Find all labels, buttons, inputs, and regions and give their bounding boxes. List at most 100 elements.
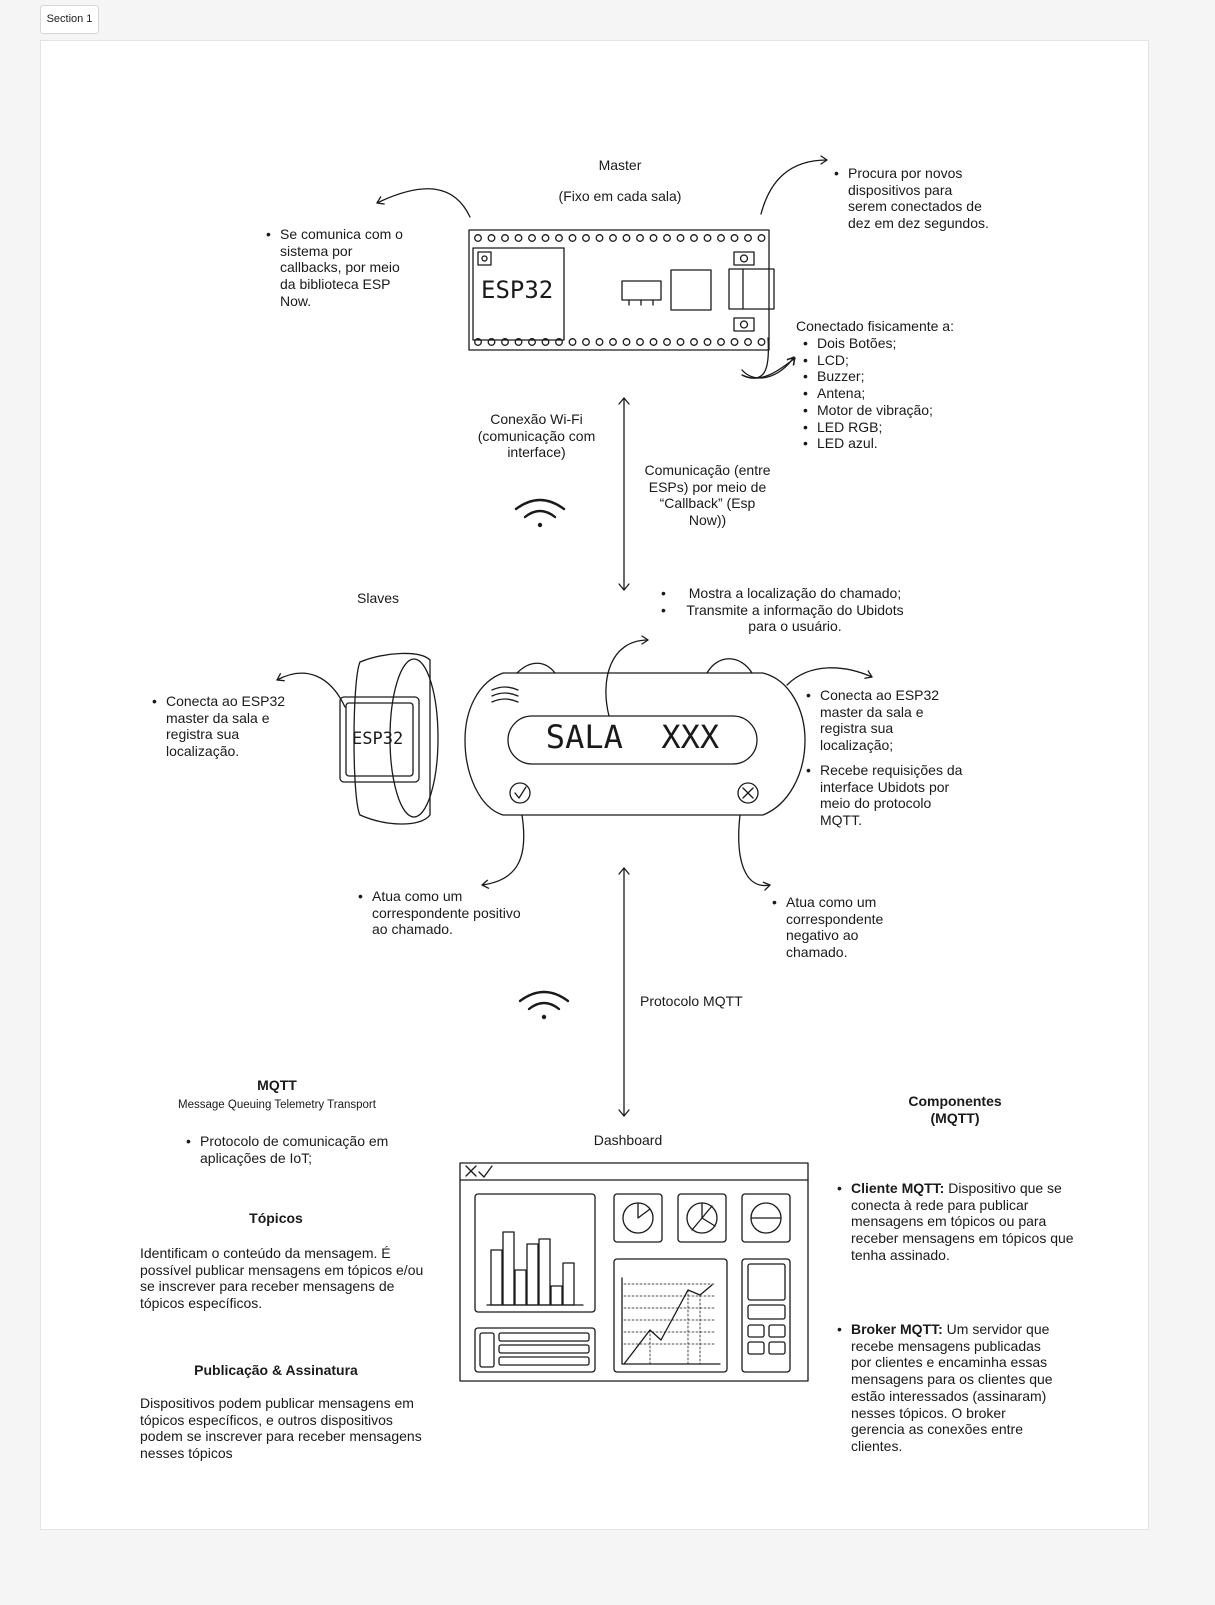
- mqtt-title: MQTT: [257, 1077, 297, 1093]
- board-pin: [582, 338, 590, 346]
- mqtt-subtitle: Message Queuing Telemetry Transport: [178, 1099, 376, 1111]
- board-pin: [663, 338, 671, 346]
- pie-chart-icon: [686, 1202, 718, 1234]
- components-client: Cliente MQTT: Dispositivo que se conecta…: [831, 1180, 1081, 1264]
- arrow-negative: [738, 814, 771, 891]
- components-title: Componentes (MQTT): [908, 1093, 1002, 1126]
- arrow-display-note: [605, 635, 649, 717]
- mqtt-bullet: Protocolo de comunicação em aplicações d…: [180, 1133, 390, 1166]
- wifi-link-label: Conexão Wi-Fi (comunicação com interface…: [477, 411, 596, 461]
- list-item: LCD;: [797, 352, 967, 369]
- arrow-master-right: [760, 155, 828, 215]
- wifi-icon: [518, 990, 570, 1020]
- bar-chart-icon: [474, 1193, 596, 1313]
- board-pin: [595, 234, 604, 242]
- list-item: Procura por novos dispositivos para sere…: [828, 165, 993, 232]
- board-pin: [717, 338, 725, 346]
- board-pin: [622, 234, 631, 242]
- board-pin: [609, 234, 617, 242]
- list-item: Mostra a localização do chamado;: [655, 585, 915, 602]
- list-item: Transmite a informação do Ubidots para o…: [655, 602, 915, 635]
- list-item: Broker MQTT: Um servidor que recebe mens…: [831, 1321, 1061, 1455]
- check-icon: [478, 1165, 493, 1178]
- board-pin: [649, 234, 658, 242]
- slave-watch: [339, 652, 439, 825]
- positive-note: Atua como um correspondente positivo ao …: [352, 888, 522, 938]
- speaker-icon: [491, 686, 519, 703]
- close-icon: [465, 1165, 477, 1177]
- board-pin: [568, 338, 577, 346]
- list-item: Protocolo de comunicação em aplicações d…: [180, 1133, 390, 1166]
- board-pin: [730, 338, 739, 346]
- board-pin: [649, 338, 658, 346]
- broker-label: Broker MQTT:: [851, 1321, 943, 1337]
- list-item: LED azul.: [797, 435, 967, 452]
- board-pin: [487, 234, 496, 242]
- board-pin: [690, 338, 698, 346]
- board-pin: [744, 234, 752, 242]
- pie-chart-icon: [622, 1202, 654, 1234]
- device-display: SALA XXX: [545, 718, 720, 756]
- dashboard-title: Dashboard: [593, 1132, 663, 1148]
- board-pin: [541, 338, 550, 346]
- board-pin: [501, 234, 509, 242]
- board-pin: [595, 338, 604, 346]
- line-chart-icon: [613, 1258, 728, 1373]
- board-pin: [757, 234, 766, 242]
- board-pin: [501, 338, 509, 346]
- list-item: Antena;: [797, 385, 967, 402]
- arrow-watch-note: [276, 672, 346, 708]
- master-left-note: Se comunica com o sistema por callbacks,…: [260, 226, 410, 310]
- board-pin: [744, 338, 752, 346]
- list-item: Recebe requisições da interface Ubidots …: [800, 762, 970, 829]
- list-item: Buzzer;: [797, 368, 967, 385]
- board-pin: [703, 234, 712, 242]
- slave-device: [464, 658, 806, 816]
- watch-note: Conecta ao ESP32 master da sala e regist…: [146, 693, 296, 760]
- board-pin: [555, 234, 563, 242]
- negative-note: Atua como um correspondente negativo ao …: [766, 894, 886, 961]
- list-item: Atua como um correspondente positivo ao …: [352, 888, 522, 938]
- board-pin: [528, 338, 536, 346]
- broker-text: Um servidor que recebe mensagens publica…: [851, 1321, 1053, 1454]
- board-pin: [514, 234, 523, 242]
- wifi-icon: [514, 498, 566, 528]
- check-icon: [509, 782, 531, 804]
- board-pin: [474, 338, 482, 346]
- topics-text: Identificam o conteúdo da mensagem. É po…: [140, 1245, 424, 1312]
- master-right-note: Procura por novos dispositivos para sere…: [828, 165, 993, 232]
- link-slaves-dashboard: [618, 867, 630, 1117]
- client-text: Dispositivo que se conecta à rede para p…: [851, 1180, 1074, 1263]
- board-pin: [582, 234, 590, 242]
- device-notes: Conecta ao ESP32 master da sala e regist…: [800, 687, 970, 829]
- board-pin: [636, 338, 644, 346]
- list-item: Cliente MQTT: Dispositivo que se conecta…: [831, 1180, 1081, 1264]
- list-item: LED RGB;: [797, 419, 967, 436]
- board-pin: [690, 234, 698, 242]
- board-pin: [609, 338, 617, 346]
- board-pin: [622, 338, 631, 346]
- board-pin: [568, 234, 577, 242]
- dashboard-window: [459, 1162, 809, 1382]
- connected-title: Conectado fisicamente a:: [796, 318, 954, 334]
- slaves-title: Slaves: [357, 590, 400, 606]
- watch-label: ESP32: [352, 729, 404, 749]
- list-item: Se comunica com o sistema por callbacks,…: [260, 226, 410, 310]
- board-pin: [555, 338, 563, 346]
- list-item: Conecta ao ESP32 master da sala e regist…: [146, 693, 296, 760]
- connected-list: Dois Botões; LCD; Buzzer; Antena; Motor …: [797, 335, 967, 452]
- section-tab[interactable]: Section 1: [40, 5, 99, 34]
- board-pin: [487, 338, 496, 346]
- components-broker: Broker MQTT: Um servidor que recebe mens…: [831, 1321, 1061, 1455]
- arrow-positive: [481, 814, 525, 889]
- esp32-module: [472, 247, 565, 341]
- board-pin: [514, 338, 523, 346]
- display-notes: Mostra a localização do chamado; Transmi…: [655, 585, 915, 635]
- list-item: Dois Botões;: [797, 335, 967, 352]
- board-pin: [528, 234, 536, 242]
- master-chip-label: ESP32: [481, 276, 554, 304]
- master-title: Master: [598, 157, 642, 173]
- client-label: Cliente MQTT:: [851, 1180, 945, 1196]
- board-pin: [676, 234, 685, 242]
